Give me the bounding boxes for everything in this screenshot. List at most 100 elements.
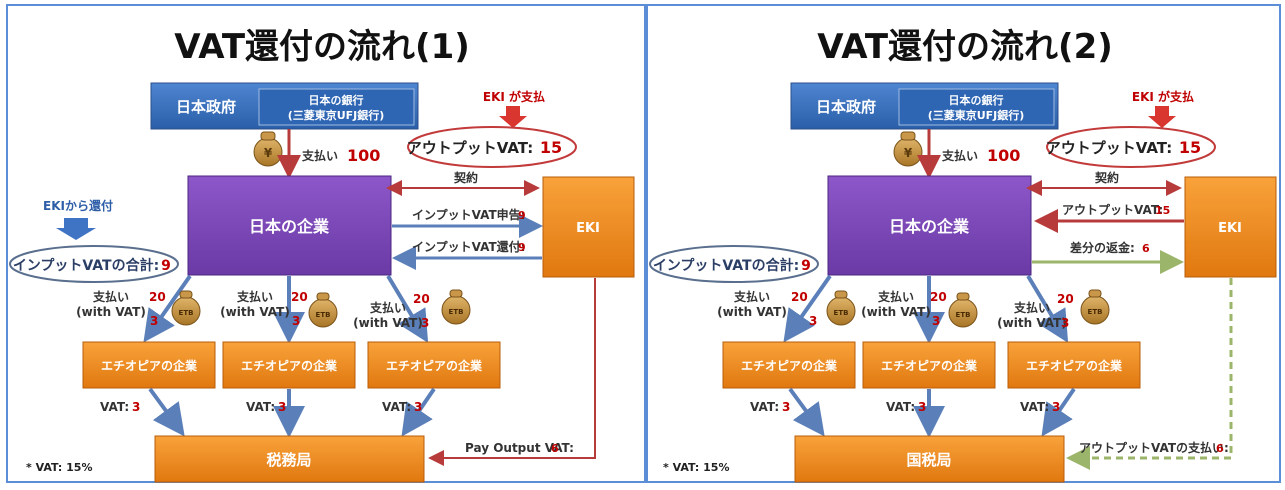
- right-ethiopian-company-3: [1007, 341, 1141, 389]
- left-japan-company-box: [187, 175, 392, 276]
- right-payment-amount: 100: [987, 146, 1020, 165]
- right-japan-company-box: [827, 175, 1032, 276]
- svg-text:ETB: ETB: [449, 308, 464, 316]
- svg-text:支払い: 支払い: [92, 289, 129, 304]
- left-refund-label: インプットVAT還付:: [412, 239, 525, 254]
- right-vat-value-3: 3: [1052, 400, 1060, 414]
- svg-text:3: 3: [1061, 316, 1069, 330]
- money-bag-icon: ¥: [893, 131, 923, 167]
- svg-text:支払い: 支払い: [236, 289, 273, 304]
- left-ethiopian-company-1: [82, 341, 216, 389]
- right-footnote: * VAT: 15%: [663, 461, 729, 474]
- right-bank-line1: 日本の銀行: [949, 93, 1004, 107]
- right-input-vat-total-value: 9: [801, 258, 811, 274]
- right-eki-pays: EKI が支払: [1132, 89, 1194, 104]
- svg-text:¥: ¥: [904, 146, 913, 160]
- right-pay-arrow-3: [1026, 274, 1069, 343]
- right-ethiopian-company-2-label: エチオピアの企業: [881, 358, 978, 373]
- right-pay-arrow-1: [783, 274, 832, 343]
- left-vat-arrow-1: [148, 387, 185, 437]
- svg-text:支払い: 支払い: [1013, 300, 1050, 315]
- left-bank-line2: (三菱東京UFJ銀行): [288, 108, 385, 122]
- left-declare-value: 9: [518, 209, 526, 222]
- left-refund-down-arrow: [56, 218, 96, 240]
- left-output-vat-value: 15: [540, 138, 562, 157]
- left-refund-value: 9: [518, 241, 526, 254]
- svg-text:20: 20: [413, 292, 430, 306]
- left-contract-label: 契約: [453, 170, 478, 185]
- left-pay-arrow-1: [143, 274, 192, 343]
- left-vat-label-2: VAT:: [246, 400, 275, 414]
- svg-text:20: 20: [1057, 292, 1074, 306]
- svg-text:ETB: ETB: [956, 311, 971, 319]
- right-ethiopian-company-3-label: エチオピアの企業: [1026, 358, 1123, 373]
- right-vat-label-1: VAT:: [750, 400, 779, 414]
- svg-text:支払い: 支払い: [369, 300, 406, 315]
- right-output-vat-oval: [1046, 126, 1216, 168]
- left-vat-arrow-3: [401, 387, 436, 437]
- left-pay-label-1: 支払い (with VAT) 20 3: [76, 289, 166, 328]
- svg-text:(with VAT): (with VAT): [76, 305, 146, 319]
- left-eki-pays-arrow: [499, 106, 527, 128]
- left-footnote: * VAT: 15%: [26, 461, 92, 474]
- right-pay-label-2: 支払い (with VAT) 20 3: [861, 289, 947, 328]
- money-bag-icon: ETB: [826, 290, 856, 326]
- left-vat-label-3: VAT:: [382, 400, 411, 414]
- right-panel: VAT還付の流れ(2) 日本政府 日本の銀行 (三菱東京UFJ銀行) EKI が…: [649, 27, 1277, 483]
- left-vat-label-1: VAT:: [100, 400, 129, 414]
- left-ethiopian-company-1-label: エチオピアの企業: [101, 358, 198, 373]
- right-output-vat-arrow-value: 15: [1155, 204, 1170, 217]
- left-vat-value-2: 3: [278, 400, 286, 414]
- right-vat-label-3: VAT:: [1020, 400, 1049, 414]
- svg-text:ETB: ETB: [834, 309, 849, 317]
- left-ethiopian-company-2: [222, 341, 356, 389]
- left-vat-value-1: 3: [132, 400, 140, 414]
- money-bag-icon: ¥: [253, 131, 283, 167]
- money-bag-icon: ETB: [308, 292, 338, 328]
- svg-text:(with VAT): (with VAT): [353, 316, 423, 330]
- right-bank-box: [898, 88, 1055, 126]
- left-payment-amount: 100: [347, 146, 380, 165]
- right-vat-arrow-1: [788, 387, 825, 437]
- left-panel: VAT還付の流れ(1) 日本政府 日本の銀行 (三菱東京UFJ銀行) EKI が…: [9, 27, 635, 483]
- right-contract-label: 契約: [1094, 170, 1119, 185]
- left-title: VAT還付の流れ(1): [174, 27, 470, 67]
- left-refund-from-eki: EKIから還付: [43, 198, 113, 213]
- svg-text:3: 3: [150, 314, 158, 328]
- left-input-vat-total-label: インプットVATの合計:: [13, 257, 159, 274]
- left-tax-office-box: [154, 435, 425, 483]
- svg-text:支払い: 支払い: [877, 289, 914, 304]
- money-bag-icon: ETB: [948, 292, 978, 328]
- right-vat-value-2: 3: [918, 400, 926, 414]
- right-pay-label-1: 支払い (with VAT) 20 3: [717, 289, 817, 328]
- left-ethiopian-company-3-label: エチオピアの企業: [386, 358, 483, 373]
- left-bank-box: [258, 88, 415, 126]
- left-eki-pays: EKI が支払: [483, 89, 545, 104]
- right-eki-label: EKI: [1218, 221, 1242, 236]
- right-output-vat-payment-arrow: [1066, 278, 1233, 470]
- right-ethiopian-company-1-label: エチオピアの企業: [741, 358, 838, 373]
- left-vat-value-3: 3: [414, 400, 422, 414]
- left-pay-output-vat-label: Pay Output VAT:: [465, 441, 574, 455]
- right-title: VAT還付の流れ(2): [817, 27, 1113, 67]
- svg-text:(with VAT): (with VAT): [997, 316, 1067, 330]
- left-eki-label: EKI: [576, 221, 600, 236]
- left-output-vat-label: アウトプットVAT:: [407, 139, 533, 157]
- svg-text:20: 20: [149, 290, 166, 304]
- left-pay-output-vat-arrow: [428, 278, 596, 466]
- left-pay-label-2: 支払い (with VAT) 20 3: [220, 289, 308, 328]
- svg-text:ETB: ETB: [179, 309, 194, 317]
- left-pay-label-3: 支払い (with VAT) 20 3: [353, 292, 430, 330]
- right-diff-refund-value: 6: [1142, 242, 1150, 255]
- svg-text:ETB: ETB: [316, 311, 331, 319]
- right-output-vat-label: アウトプットVAT:: [1046, 139, 1172, 157]
- svg-text:ETB: ETB: [1088, 308, 1103, 316]
- svg-text:3: 3: [421, 316, 429, 330]
- left-govt-label: 日本政府: [176, 98, 236, 116]
- left-japan-company-label: 日本の企業: [249, 217, 330, 236]
- money-bag-icon: ETB: [441, 289, 471, 325]
- right-ethiopian-company-2: [862, 341, 996, 389]
- right-output-vat-value: 15: [1179, 138, 1201, 157]
- right-eki-box: [1184, 176, 1277, 278]
- right-input-vat-total-label: インプットVATの合計:: [653, 257, 799, 274]
